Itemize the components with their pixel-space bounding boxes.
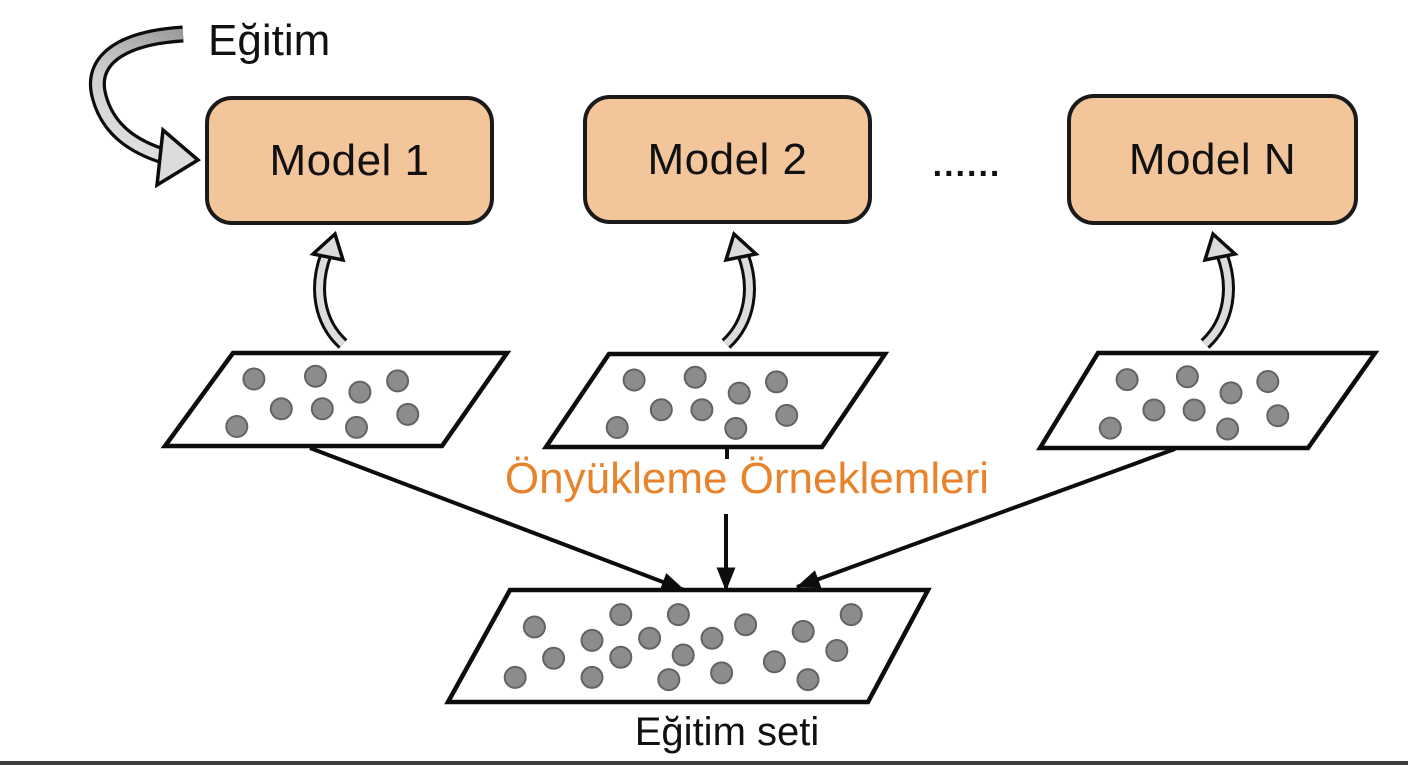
data-point-dot [1175, 365, 1199, 389]
data-point-dot [580, 665, 604, 689]
data-point-dot [1182, 398, 1206, 422]
data-point-dot [1216, 417, 1240, 441]
data-point-dot [609, 645, 633, 669]
data-point-dot [765, 370, 788, 394]
model-2-label: Model 2 [647, 134, 808, 184]
data-point-dot [304, 364, 327, 388]
sample-to-model-arrow-3 [1205, 234, 1235, 344]
training-curved-arrow [89, 25, 201, 189]
data-point-dot [522, 615, 546, 639]
data-point-dot [683, 365, 707, 389]
training-label: Eğitim [208, 16, 331, 65]
data-point-dot [671, 643, 695, 667]
data-point-dot [762, 650, 786, 674]
data-point-dot [348, 380, 372, 404]
data-point-dot [710, 661, 734, 685]
data-point-dot [825, 639, 849, 662]
data-point-dot [649, 398, 673, 422]
bootstrap-samples-label: Önyükleme Örneklemleri [504, 454, 990, 503]
data-point-dot [700, 626, 724, 650]
data-point-dot [1115, 368, 1139, 392]
data-point-dot [690, 398, 714, 422]
training-set-dots [503, 603, 863, 692]
data-point-dot [666, 603, 690, 627]
sample-line-left [309, 446, 686, 592]
data-point-dot [580, 628, 604, 652]
bootstrap-sample-plane-2 [541, 351, 890, 450]
data-point-dot [1266, 404, 1290, 428]
data-point-dot [727, 381, 751, 405]
data-point-dot [345, 415, 368, 439]
data-point-dot [839, 603, 863, 627]
bootstrap-sample-dots-3 [1098, 365, 1290, 441]
data-point-dot [657, 668, 681, 692]
data-point-dot [796, 668, 820, 692]
data-point-dot [1142, 398, 1166, 422]
data-point-dot [734, 613, 758, 637]
bootstrap-sample-dots-2 [605, 365, 799, 440]
data-point-dot [310, 397, 334, 421]
bootstrap-sample-plane-3 [1035, 350, 1380, 451]
data-point-dot [724, 416, 748, 440]
data-point-dot [638, 626, 662, 650]
model-n-label: Model N [1128, 134, 1297, 184]
data-point-dot [242, 367, 266, 391]
model-n-box: Model N [1067, 94, 1358, 225]
model-1-box: Model 1 [205, 96, 494, 225]
model-2-box: Model 2 [583, 95, 872, 224]
sample-line-right [795, 447, 1176, 589]
scan-artifact-line [0, 761, 1408, 765]
data-point-dot [791, 619, 815, 643]
model-1-label: Model 1 [269, 135, 430, 185]
data-point-dot [542, 646, 566, 670]
data-point-dot [225, 415, 249, 438]
sample-to-model-arrow-2 [726, 234, 756, 344]
bootstrap-sample-plane-1 [160, 350, 512, 449]
data-point-dot [609, 603, 633, 627]
data-point-dot [1219, 381, 1243, 405]
data-point-dot [396, 402, 420, 426]
data-point-dot [269, 397, 293, 421]
training-set-label: Eğitim seti [634, 710, 820, 754]
models-ellipsis: ...... [932, 146, 1002, 184]
data-point-dot [622, 368, 646, 392]
data-point-dot [503, 665, 527, 689]
data-point-dot [605, 416, 629, 439]
data-point-dot [1098, 416, 1122, 440]
data-point-dot [775, 403, 799, 427]
sample-to-model-arrow-1 [313, 234, 343, 344]
data-point-dot [1256, 370, 1280, 393]
bootstrap-sample-dots-1 [225, 364, 420, 439]
data-point-dot [386, 369, 410, 393]
